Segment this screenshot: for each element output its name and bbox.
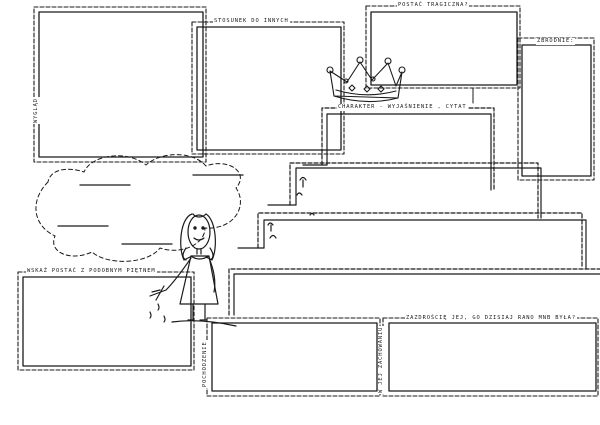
envy-label: ZAZDROŚCIĘ JEJ, GO DZISIAJ RANO MNB BYŁA… [405,315,577,322]
relations-box [191,21,345,155]
tragic-figure-box [365,5,521,89]
thought-cloud [35,154,241,262]
origin-label: POCHODZENIE [202,340,209,388]
similar-stigma-box [17,271,195,371]
appearance-label: WYGLĄD [33,97,40,124]
crimes-box [517,37,595,181]
writing-lines [57,174,244,245]
envy-box [382,317,599,397]
character-label: CHARAKTER - WYJAŚNIENIE , CYTAT [337,104,468,111]
origin-box [206,317,381,397]
crimes-label: ZBRODNIE: [536,38,576,45]
staircase [228,107,600,316]
similar-stigma-label: WSKAŻ POSTAĆ Z PODOBNYM PIĘTNEM [26,268,157,275]
tragic-figure-label: POSTAĆ TRAGICZNA? [397,2,470,9]
appearance-box [33,6,207,163]
girl-figure [149,213,237,327]
crown-icon [326,56,406,103]
behavior-label: W JEJ ZACHOWANIU [378,325,385,394]
relations-label: STOSUNEK DO INNYCH [213,18,290,25]
